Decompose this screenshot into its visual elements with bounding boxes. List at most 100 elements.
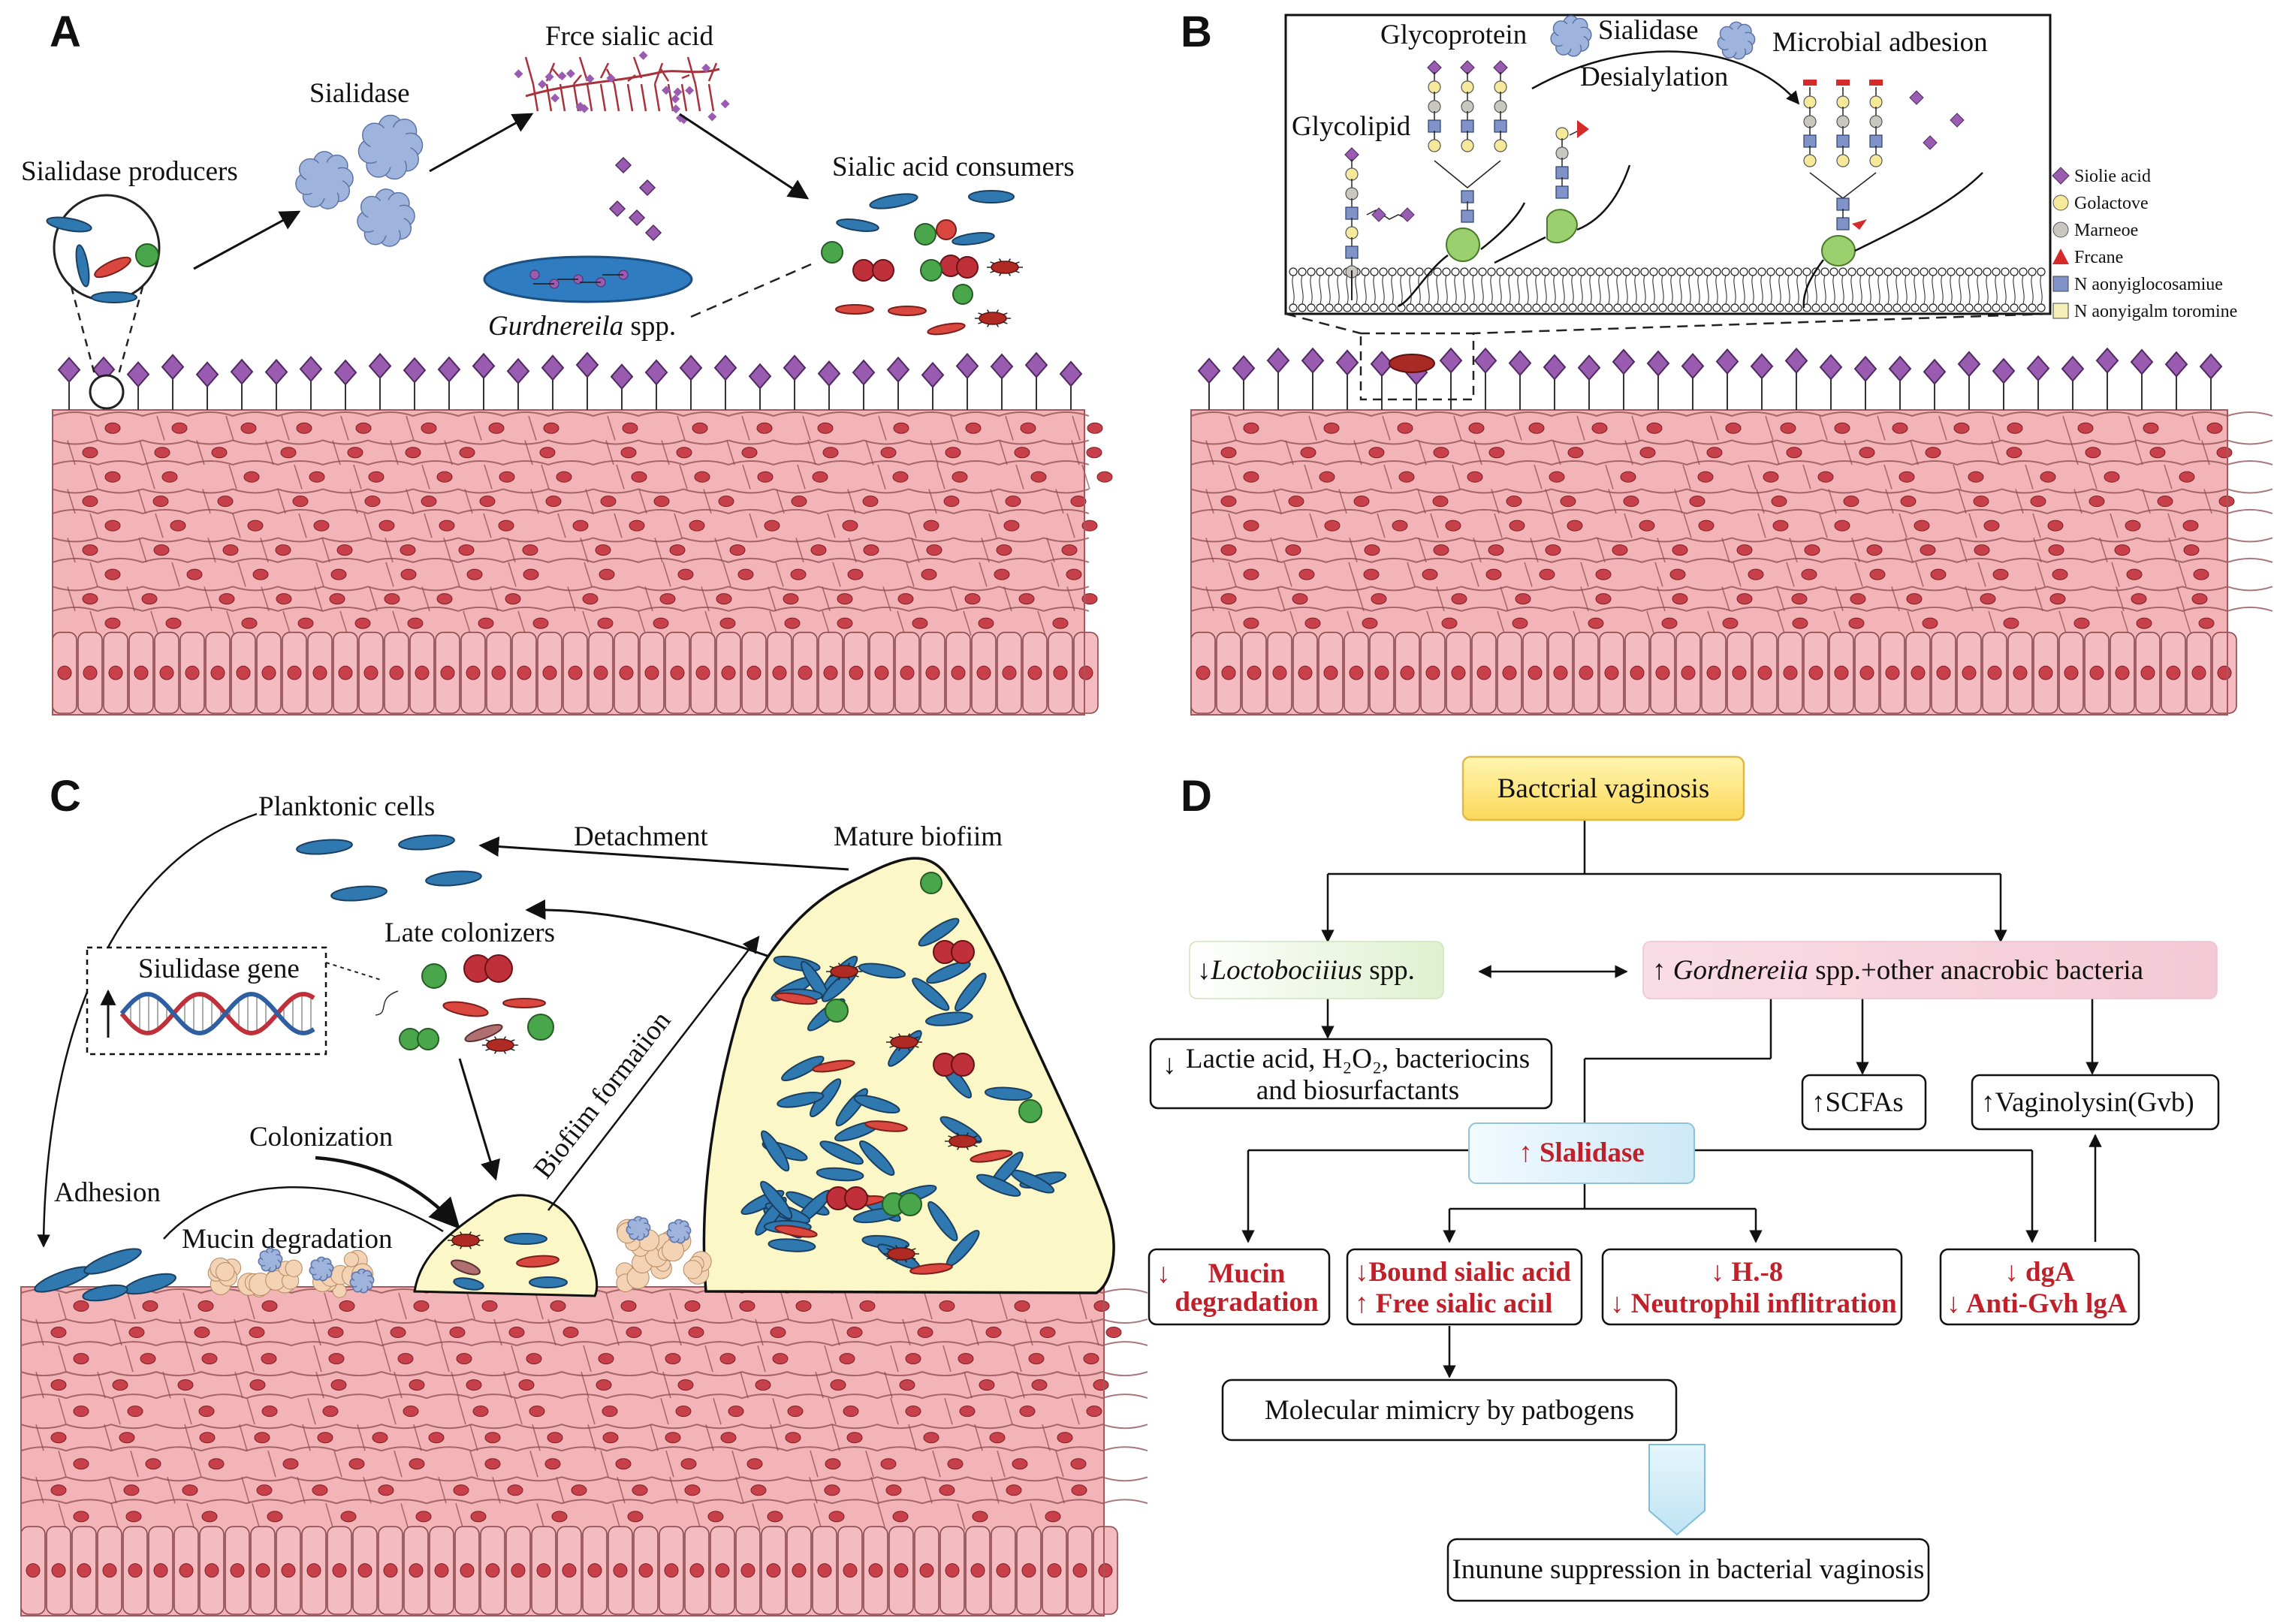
cell-nucleus <box>905 1406 921 1418</box>
lipid-tail <box>1850 275 1853 305</box>
cell-wall <box>503 1371 512 1399</box>
cell-wall <box>828 1397 837 1425</box>
cell-wall <box>1078 1292 1087 1320</box>
cell-body <box>949 1134 977 1148</box>
lipid-tail <box>1877 275 1880 305</box>
cell-nucleus <box>322 1406 339 1418</box>
cell-nucleus <box>1722 617 1739 629</box>
cell-nucleus <box>1808 665 1823 680</box>
cell-wall <box>493 1318 502 1346</box>
cell-nucleus <box>1272 665 1287 680</box>
cell-nucleus <box>659 593 676 605</box>
cell-boundary <box>1190 586 2273 592</box>
lipid-head <box>1316 267 1325 276</box>
bacterium-rod <box>464 1023 503 1043</box>
cell-wall <box>400 1503 409 1530</box>
lipid-head <box>1604 303 1613 312</box>
cell-nucleus <box>1096 471 1113 483</box>
cell-wall <box>375 1318 384 1346</box>
lipid-head <box>1838 303 1847 312</box>
lipid-head <box>1974 267 1983 276</box>
lipid-head <box>1442 303 1451 312</box>
cell-nucleus <box>1953 422 1970 434</box>
legend-label: N aonyigalm toromine <box>2074 302 2237 321</box>
cell-nucleus <box>795 1300 812 1312</box>
sialic-acid-unit <box>1371 207 1386 222</box>
cell-boundary <box>52 606 1090 612</box>
glycan-branch <box>694 83 701 112</box>
bacterium-rod <box>926 961 971 984</box>
sialic-acid-diamond <box>1750 353 1774 380</box>
cell-wall <box>906 562 915 587</box>
lipid-head <box>2028 303 2037 312</box>
lipid-tail <box>1346 275 1349 305</box>
cell-wall <box>241 1477 250 1504</box>
bacterium-rod <box>968 190 1015 203</box>
cell-nucleus <box>1488 447 1505 459</box>
sialic-acid-diamond <box>671 94 680 104</box>
lipid-head <box>1965 303 1974 312</box>
cell-nucleus <box>1612 544 1628 556</box>
cell-nucleus <box>336 544 353 556</box>
cell-nucleus <box>692 422 708 434</box>
cell-nucleus <box>638 1563 653 1578</box>
lipid-tail <box>1823 275 1826 305</box>
bacterium-coccus <box>936 219 957 240</box>
cell-nucleus <box>544 1458 561 1470</box>
cell-nucleus <box>1020 422 1036 434</box>
text-neutrophil: ↓ Neutrophil inflitration <box>1610 1288 1897 1319</box>
gardnerella-bound-sialic <box>529 270 629 289</box>
bacterium-rod <box>888 306 927 316</box>
legend-item: Frcane <box>2052 248 2123 267</box>
lipid-head <box>1388 267 1397 276</box>
bacterium-coccus <box>951 940 975 964</box>
cell-wall <box>1013 1345 1022 1372</box>
lipid-tail <box>1724 275 1727 305</box>
cell-nucleus <box>330 1379 347 1391</box>
sialic-acid-diamond <box>638 50 648 60</box>
sialidase-enzyme <box>349 1268 375 1294</box>
bacterium-coccus <box>872 259 894 282</box>
bacterium-rod <box>774 1225 818 1238</box>
cell-wall <box>1757 513 1766 538</box>
cell-nucleus <box>1661 617 1678 629</box>
cell-nucleus <box>728 1406 744 1418</box>
text-bacterial-vaginosis: Bactcrial vaginosis <box>1497 773 1710 804</box>
lipid-tail <box>1337 275 1340 305</box>
glycan-branch <box>680 83 688 112</box>
cell-nucleus <box>900 665 915 680</box>
cell-nucleus <box>1968 471 1984 483</box>
glcnac-unit <box>1555 166 1569 179</box>
cell-wall <box>58 1345 67 1372</box>
dna-strand-blue <box>119 991 315 1036</box>
cell-wall <box>1228 464 1237 490</box>
cell-wall <box>810 1451 819 1478</box>
cell-nucleus <box>1698 520 1715 532</box>
cell-nucleus <box>280 447 297 459</box>
sialic-acid-diamond <box>614 156 632 174</box>
lipid-tail <box>1607 275 1610 305</box>
cell-nucleus <box>785 1432 801 1444</box>
lipid-head <box>1415 267 1424 276</box>
label-free-sialic-acid: Frce sialic acid <box>545 21 713 52</box>
lipid-tail <box>1959 275 1962 305</box>
cell-nucleus <box>959 1406 976 1418</box>
lipid-head <box>1929 267 1938 276</box>
cell-wall <box>832 562 841 587</box>
glycan-branch <box>686 56 697 85</box>
cell-boundary <box>52 439 1090 445</box>
cell-wall <box>139 440 148 466</box>
flagellated-bacterium <box>482 1036 518 1054</box>
cell-nucleus <box>1732 665 1747 680</box>
cell-wall <box>97 1371 106 1399</box>
cell-wall <box>705 1424 714 1451</box>
cell-nucleus <box>2183 544 2200 556</box>
sialic-acid-diamond <box>783 354 807 381</box>
cell-nucleus <box>378 520 395 532</box>
lipid-tail <box>1625 275 1628 305</box>
cell-wall <box>2111 562 2120 587</box>
label-adhesion: Adhesion <box>54 1177 161 1208</box>
cell-nucleus <box>1071 1484 1087 1496</box>
sialic-acid-diamond <box>1853 355 1877 382</box>
cell-wall <box>1992 415 2001 441</box>
